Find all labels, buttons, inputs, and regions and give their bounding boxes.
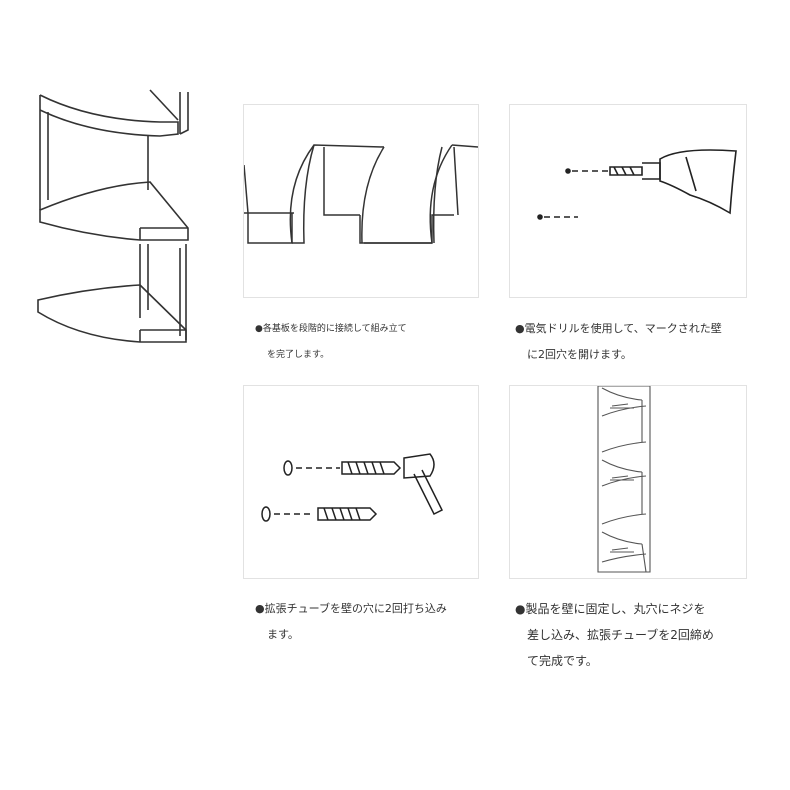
step-4-line-2: 差し込み、拡張チューブを2回締め <box>527 628 714 642</box>
step-3-caption: ●拡張チューブを壁の穴に2回打ち込み ます。 <box>255 596 447 648</box>
step-3-panel <box>243 385 479 579</box>
step-4-line-1: ●製品を壁に固定し、丸穴にネジを <box>515 602 706 616</box>
step-4-caption: ●製品を壁に固定し、丸穴にネジを 差し込み、拡張チューブを2回締め て完成です。 <box>515 596 714 674</box>
step-2-caption: ●電気ドリルを使用して、マークされた壁 に2回穴を開けます。 <box>515 316 722 368</box>
step-2-line-1: ●電気ドリルを使用して、マークされた壁 <box>515 322 722 335</box>
step-1-line-1: ●各基板を段階的に接続して組み立て <box>255 324 407 334</box>
step-1-line-2: を完了します。 <box>267 350 330 360</box>
electric-drill-illustration <box>537 149 737 220</box>
step-2-panel <box>509 104 747 298</box>
step-1-caption: ●各基板を段階的に接続して組み立て を完了します。 <box>255 316 407 368</box>
step-3-line-1: ●拡張チューブを壁の穴に2回打ち込み <box>255 602 447 615</box>
mounted-shelf-illustration <box>597 386 651 573</box>
corner-shelf-illustration <box>37 89 189 343</box>
shelf-assembly-illustration <box>244 144 478 244</box>
step-1-panel <box>243 104 479 298</box>
step-4-line-3: て完成です。 <box>527 654 598 668</box>
step-3-line-2: ます。 <box>267 628 299 641</box>
wall-anchor-hammer-illustration <box>261 453 444 522</box>
step-2-line-2: に2回穴を開けます。 <box>527 348 632 361</box>
step-4-panel <box>509 385 747 579</box>
